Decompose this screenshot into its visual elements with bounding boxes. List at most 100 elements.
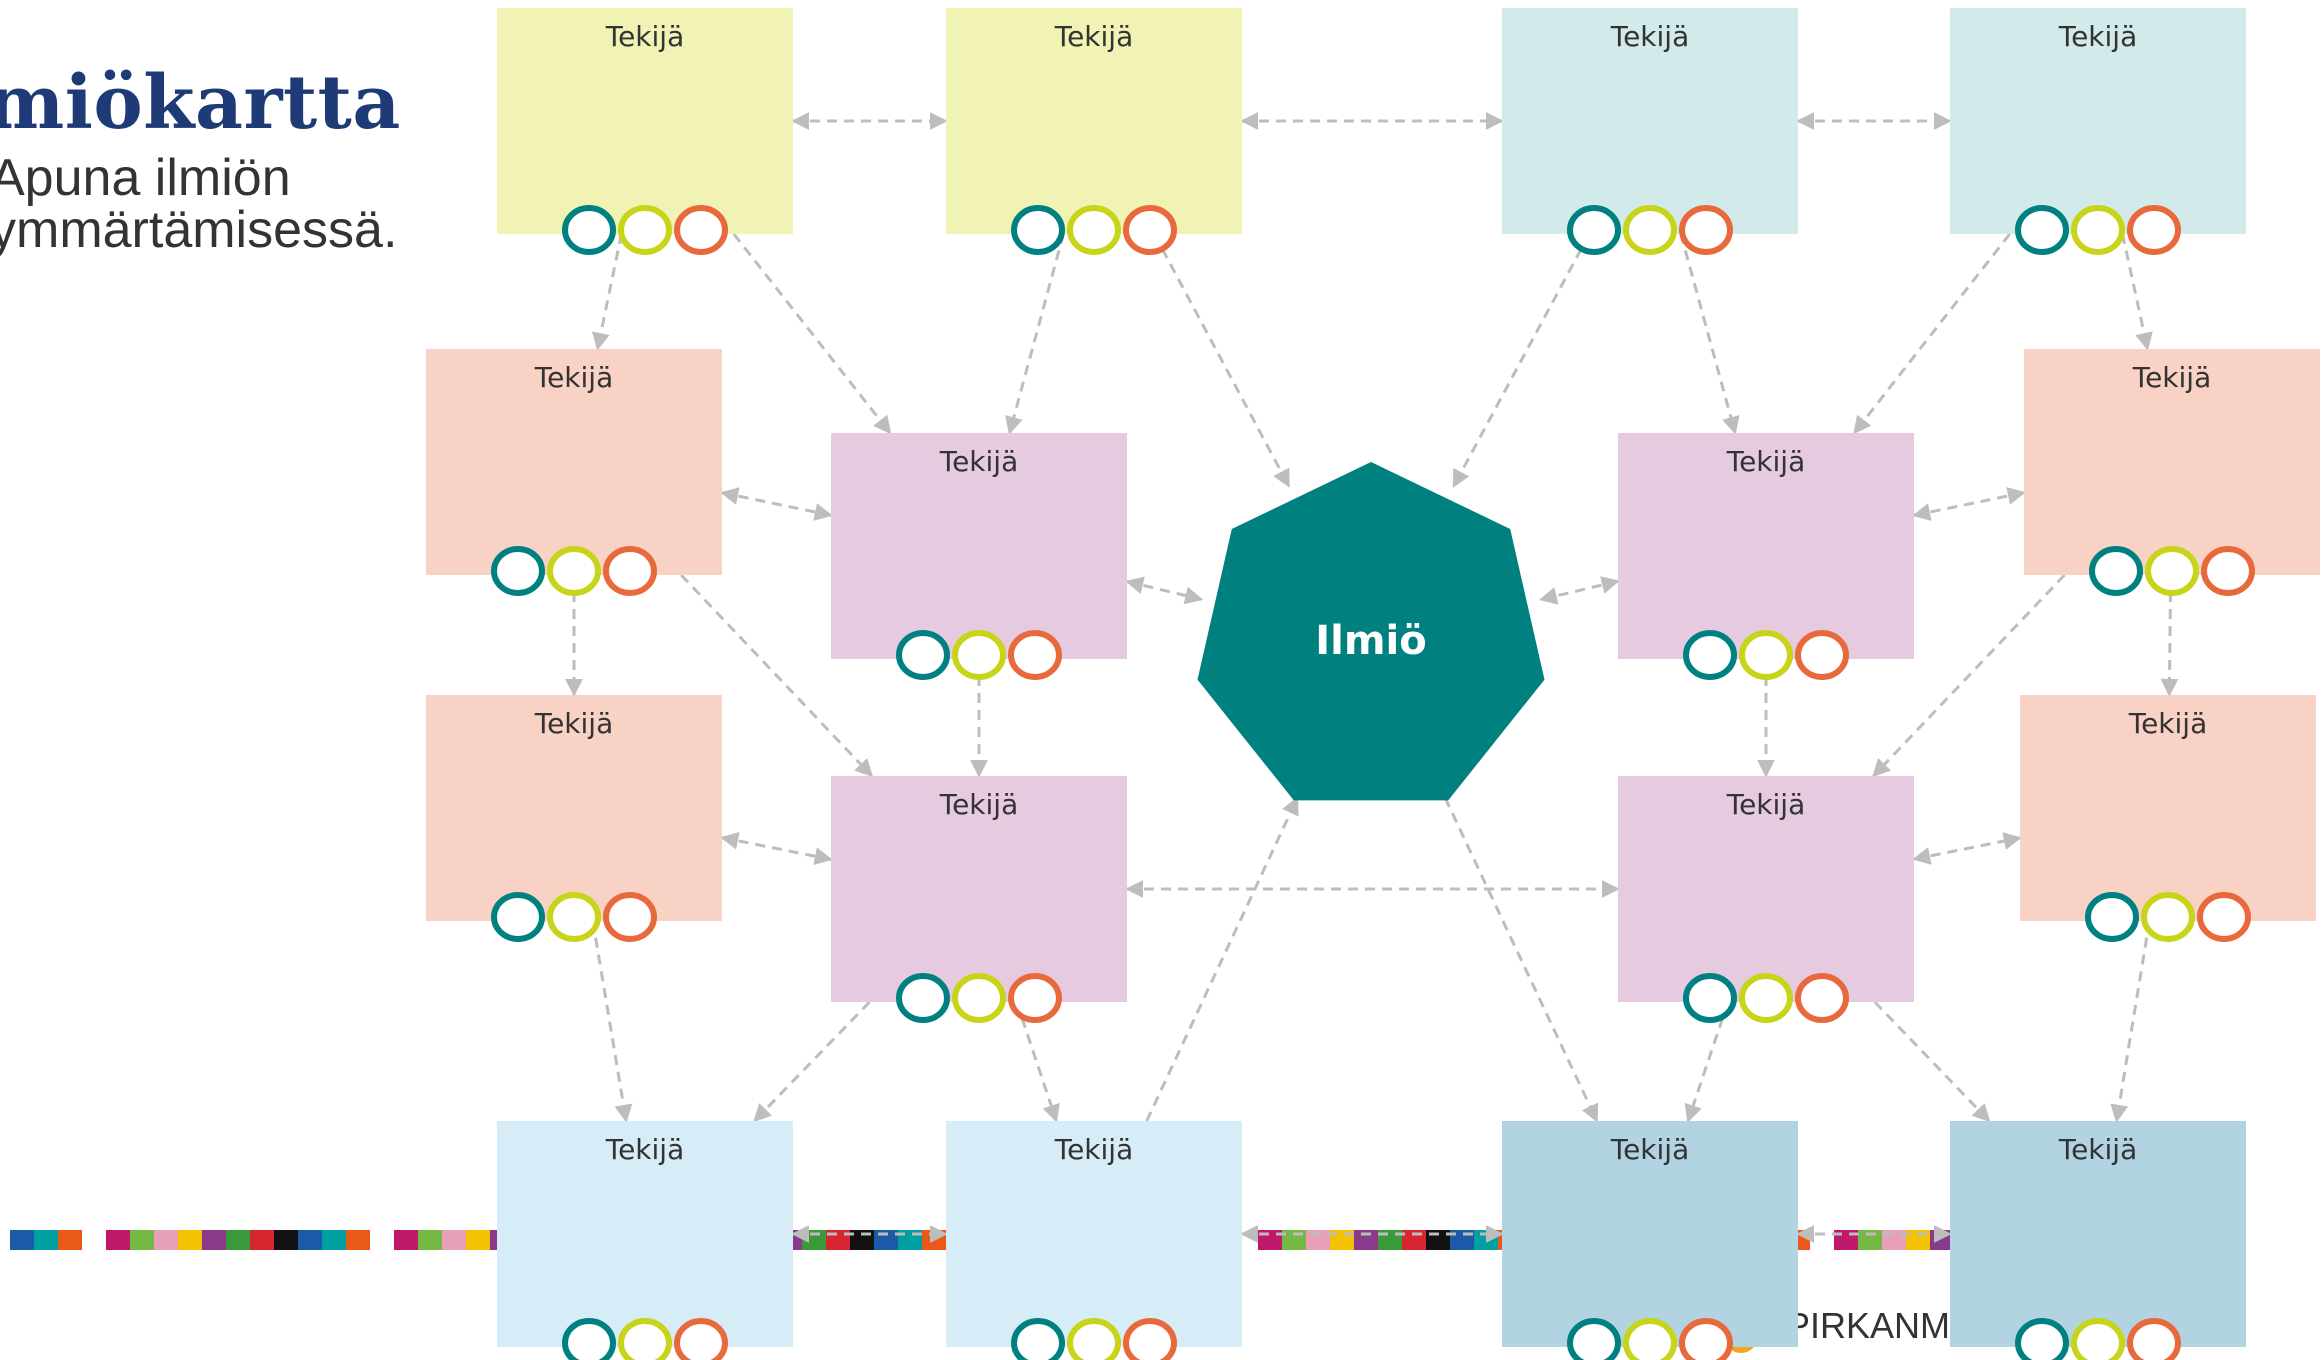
- orange-ring-icon[interactable]: [1123, 1318, 1177, 1360]
- actor-card-c4[interactable]: Tekijä: [2020, 695, 2316, 942]
- actor-label: Tekijä: [605, 20, 685, 53]
- teal-ring-icon[interactable]: [2015, 1318, 2069, 1360]
- stripe-segment: [10, 1230, 34, 1250]
- orange-ring-icon[interactable]: [1679, 205, 1733, 255]
- teal-ring-icon[interactable]: [2089, 546, 2143, 596]
- lime-ring-icon[interactable]: [1067, 1318, 1121, 1360]
- orange-ring-icon[interactable]: [1679, 1318, 1733, 1360]
- lime-ring-icon[interactable]: [1739, 630, 1793, 680]
- actor-card-d2[interactable]: Tekijä: [946, 1121, 1242, 1360]
- lime-ring-icon[interactable]: [2141, 892, 2195, 942]
- connection-arrow: [1912, 487, 2026, 521]
- orange-ring-icon[interactable]: [2127, 1318, 2181, 1360]
- lime-ring-icon[interactable]: [1623, 1318, 1677, 1360]
- lime-ring-icon[interactable]: [1067, 205, 1121, 255]
- orange-ring-icon[interactable]: [2201, 546, 2255, 596]
- lime-ring-icon[interactable]: [2071, 205, 2125, 255]
- actor-card-c1[interactable]: Tekijä: [426, 695, 722, 942]
- lime-ring-icon[interactable]: [618, 205, 672, 255]
- orange-ring-icon[interactable]: [603, 546, 657, 596]
- teal-ring-icon[interactable]: [2085, 892, 2139, 942]
- actor-label: Tekijä: [534, 707, 614, 740]
- stripe-segment: [466, 1230, 490, 1250]
- actor-card-background: [426, 695, 722, 921]
- teal-ring-icon[interactable]: [562, 205, 616, 255]
- teal-ring-icon[interactable]: [896, 973, 950, 1023]
- connection-arrow: [1452, 233, 1591, 488]
- lime-ring-icon[interactable]: [618, 1318, 672, 1360]
- actor-card-background: [1618, 776, 1914, 1002]
- teal-ring-icon[interactable]: [1567, 205, 1621, 255]
- actor-label: Tekijä: [1726, 788, 1806, 821]
- actor-card-background: [497, 1121, 793, 1347]
- orange-ring-icon[interactable]: [674, 205, 728, 255]
- page-title: miökartta: [0, 60, 401, 146]
- phenomenon-label: Ilmiö: [1315, 618, 1426, 664]
- actor-card-d1[interactable]: Tekijä: [497, 1121, 793, 1360]
- actor-card-b2[interactable]: Tekijä: [831, 433, 1127, 680]
- actor-card-background: [1950, 1121, 2246, 1347]
- connection-arrow: [591, 920, 633, 1123]
- actor-card-background: [1502, 1121, 1798, 1347]
- actor-card-a4[interactable]: Tekijä: [1950, 8, 2246, 255]
- connection-arrow: [1684, 1001, 1730, 1123]
- orange-ring-icon[interactable]: [2127, 205, 2181, 255]
- orange-ring-icon[interactable]: [1123, 205, 1177, 255]
- connection-arrow: [753, 1000, 871, 1123]
- stripe-segment: [274, 1230, 298, 1250]
- orange-ring-icon[interactable]: [1795, 973, 1849, 1023]
- lime-ring-icon[interactable]: [1739, 973, 1793, 1023]
- actor-card-d3[interactable]: Tekijä: [1502, 1121, 1798, 1360]
- orange-ring-icon[interactable]: [674, 1318, 728, 1360]
- actor-card-c3[interactable]: Tekijä: [1618, 776, 1914, 1023]
- orange-ring-icon[interactable]: [1008, 973, 1062, 1023]
- lime-ring-icon[interactable]: [2071, 1318, 2125, 1360]
- teal-ring-icon[interactable]: [562, 1318, 616, 1360]
- teal-ring-icon[interactable]: [896, 630, 950, 680]
- actor-label: Tekijä: [605, 1133, 685, 1166]
- lime-ring-icon[interactable]: [547, 892, 601, 942]
- lime-ring-icon[interactable]: [2145, 546, 2199, 596]
- connections-layer: [565, 112, 2179, 1243]
- connection-arrow: [720, 831, 833, 866]
- teal-ring-icon[interactable]: [491, 546, 545, 596]
- actor-card-background: [946, 1121, 1242, 1347]
- connection-arrow: [592, 233, 623, 351]
- actor-card-b1[interactable]: Tekijä: [426, 349, 722, 596]
- teal-ring-icon[interactable]: [2015, 205, 2069, 255]
- connection-arrow: [1005, 233, 1065, 435]
- actor-card-a3[interactable]: Tekijä: [1502, 8, 1798, 255]
- actor-card-a2[interactable]: Tekijä: [946, 8, 1242, 255]
- teal-ring-icon[interactable]: [1683, 973, 1737, 1023]
- lime-ring-icon[interactable]: [952, 630, 1006, 680]
- actor-card-a1[interactable]: Tekijä: [497, 8, 793, 255]
- actor-card-d4[interactable]: Tekijä: [1950, 1121, 2246, 1360]
- connection-arrow: [1152, 233, 1291, 488]
- stripe-segment: [418, 1230, 442, 1250]
- connection-arrow: [2121, 233, 2153, 351]
- teal-ring-icon[interactable]: [1011, 1318, 1065, 1360]
- teal-ring-icon[interactable]: [1567, 1318, 1621, 1360]
- orange-ring-icon[interactable]: [603, 892, 657, 942]
- actor-label: Tekijä: [2128, 707, 2208, 740]
- orange-ring-icon[interactable]: [1008, 630, 1062, 680]
- connection-arrow: [1125, 576, 1204, 605]
- lime-ring-icon[interactable]: [952, 973, 1006, 1023]
- actor-card-c2[interactable]: Tekijä: [831, 776, 1127, 1023]
- stripe-segment: [82, 1230, 106, 1250]
- teal-ring-icon[interactable]: [1683, 630, 1737, 680]
- actor-card-b3[interactable]: Tekijä: [1618, 433, 1914, 680]
- orange-ring-icon[interactable]: [1795, 630, 1849, 680]
- actor-card-b4[interactable]: Tekijä: [2024, 349, 2320, 596]
- lime-ring-icon[interactable]: [547, 546, 601, 596]
- connection-arrow: [1443, 797, 1599, 1123]
- orange-ring-icon[interactable]: [2197, 892, 2251, 942]
- teal-ring-icon[interactable]: [491, 892, 545, 942]
- actor-card-background: [2024, 349, 2320, 575]
- actor-label: Tekijä: [1610, 1133, 1690, 1166]
- actor-card-background: [2020, 695, 2316, 921]
- teal-ring-icon[interactable]: [1011, 205, 1065, 255]
- lime-ring-icon[interactable]: [1623, 205, 1677, 255]
